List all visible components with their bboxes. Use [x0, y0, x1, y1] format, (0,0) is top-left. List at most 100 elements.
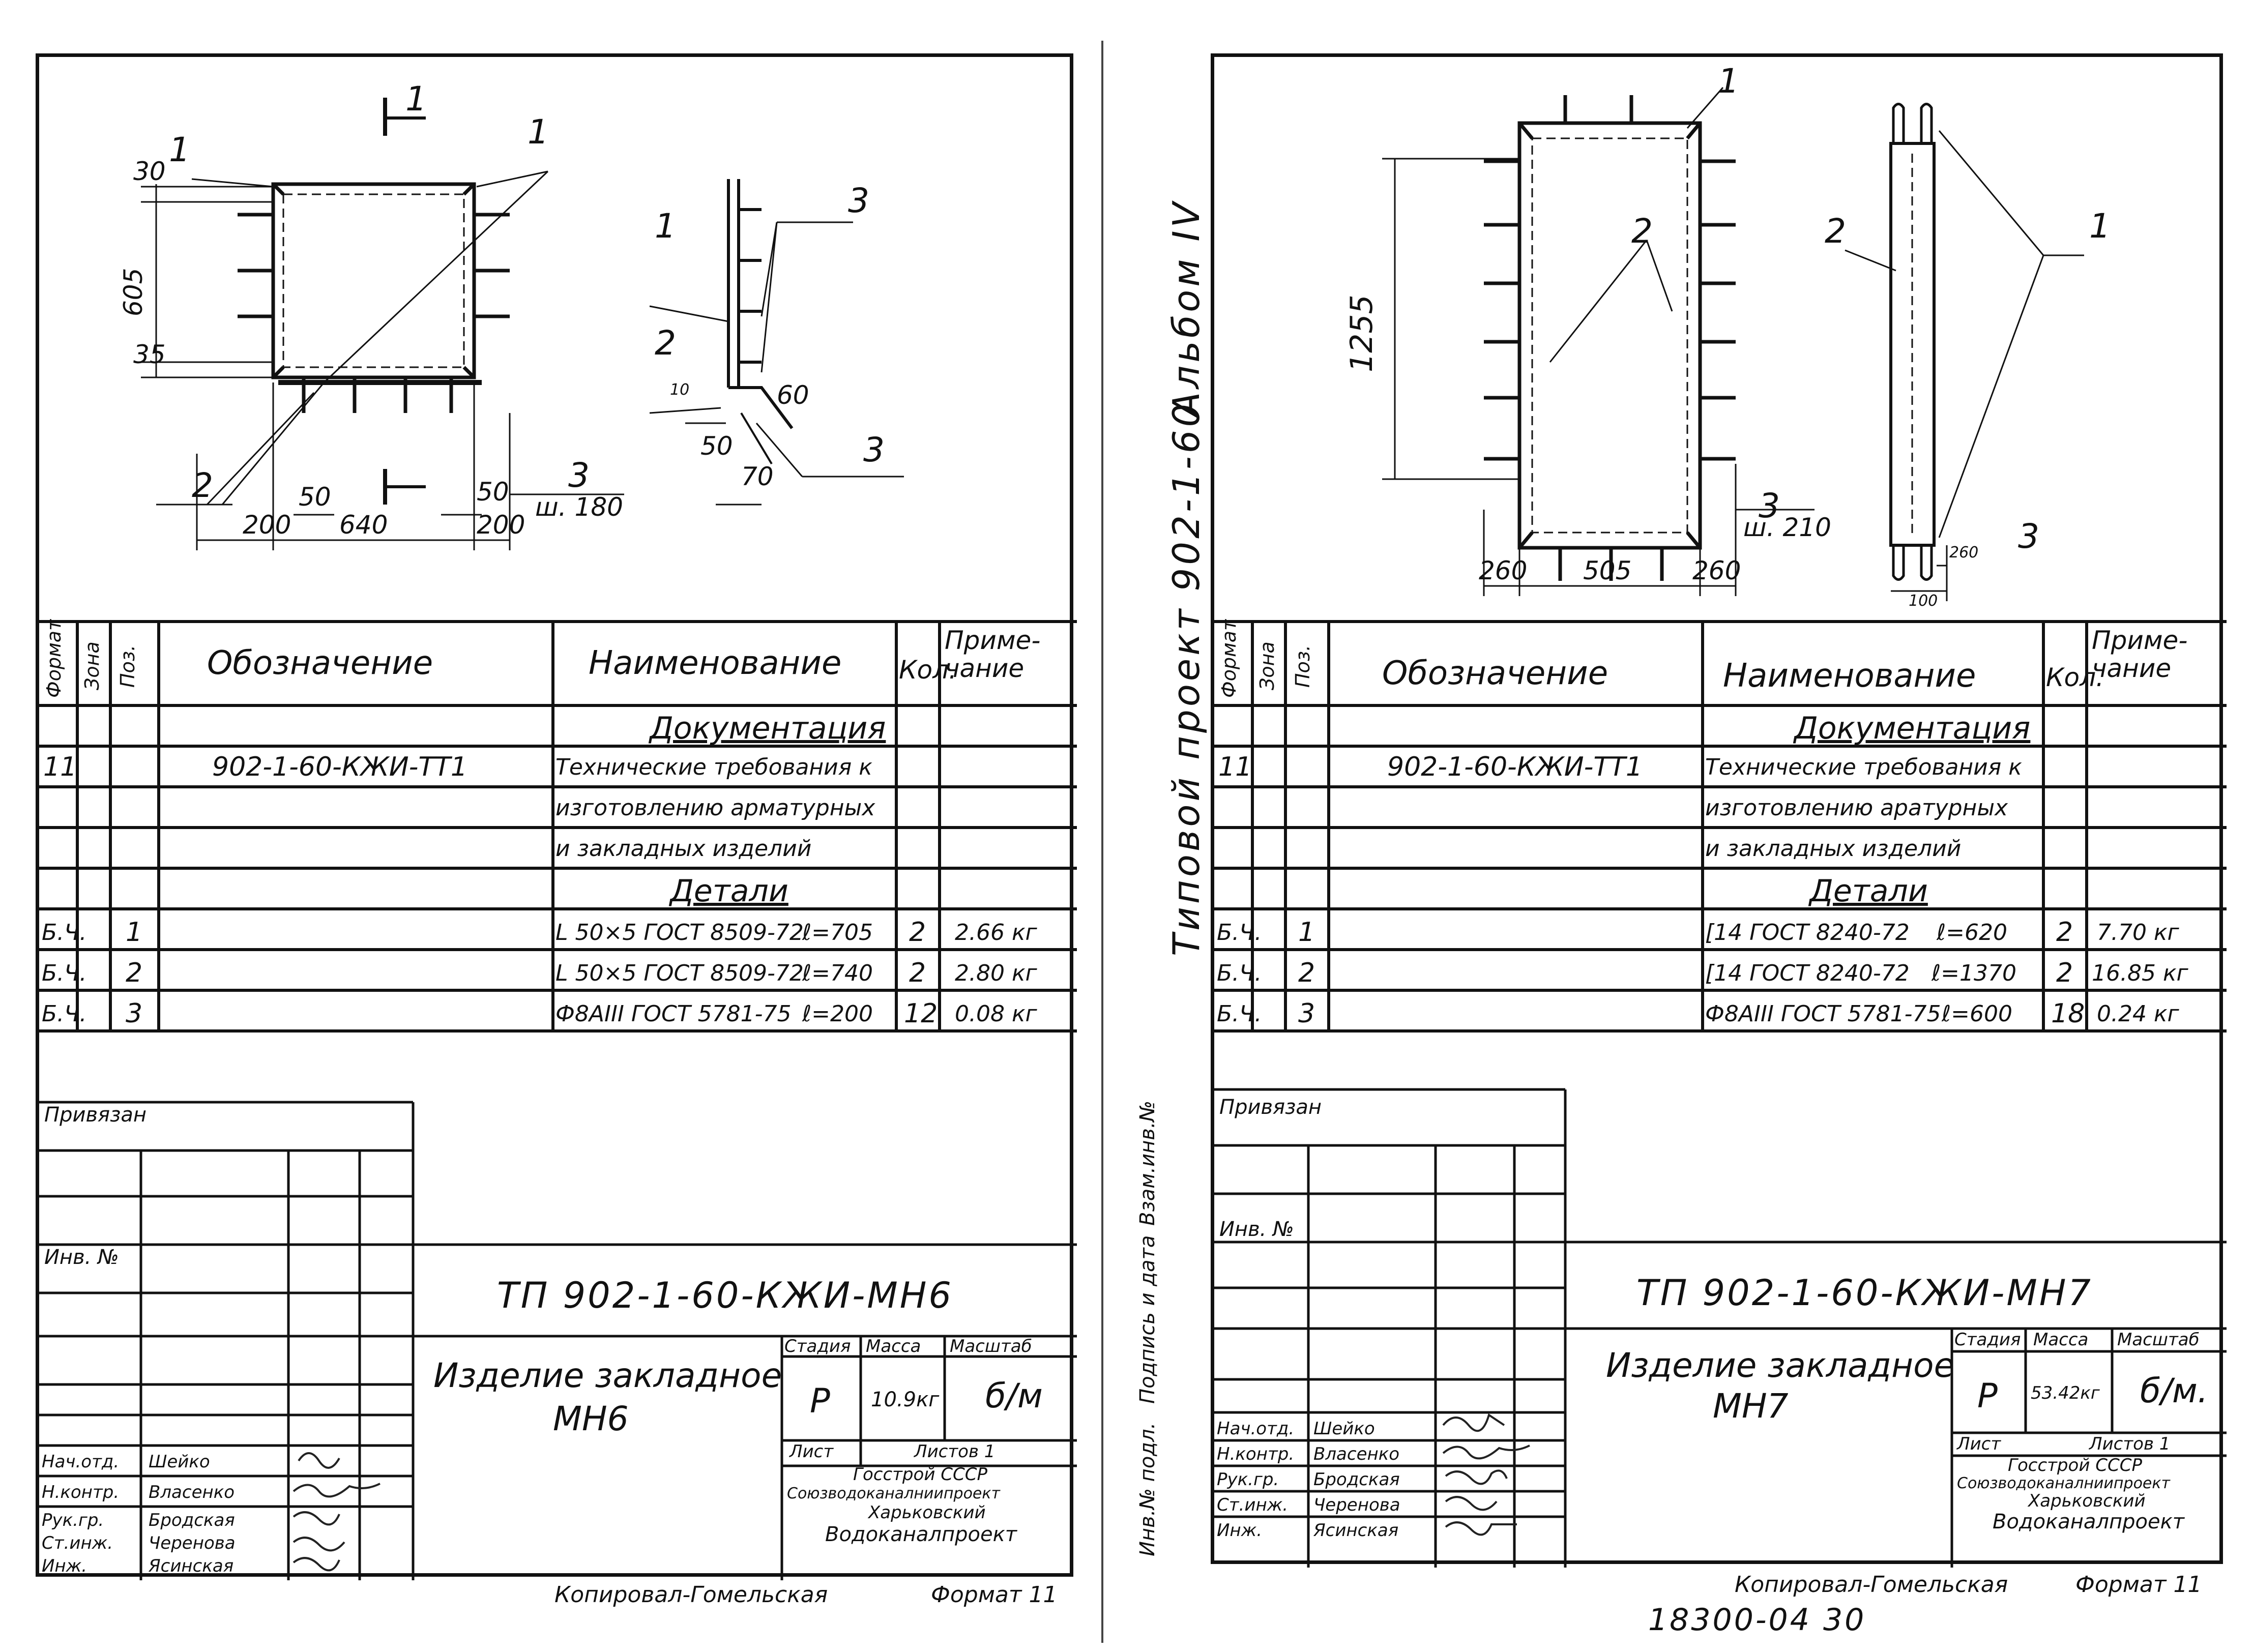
dim-width-210: ш. 210 [1743, 513, 1831, 542]
row-length: ℓ=600 [1942, 1001, 2013, 1027]
project-vertical-title: Типовой проект 902-1-60 [1165, 400, 1208, 956]
dim-50: 50 [477, 477, 509, 507]
footer-format: Формат 11 [931, 1582, 1058, 1608]
row-qty: 18 [2051, 998, 2085, 1029]
stage-value: Р [1977, 1376, 1998, 1415]
side-label-inv-podl: Инв.№ подл. [1136, 1422, 1159, 1556]
staff-role: Рук.гр. [1217, 1469, 1279, 1490]
privyazan-label: Привязан [1219, 1096, 1322, 1119]
row-name: Ф8АIII ГОСТ 5781-75 [1705, 1001, 1941, 1027]
row-format: Б.Ч. [42, 960, 87, 986]
callout-3: 3 [848, 181, 869, 220]
scale-value: б/м [985, 1376, 1043, 1415]
doc-name-line: Технические требования к [555, 754, 872, 780]
dim-width-180: ш. 180 [535, 492, 623, 522]
doc-name-line: и закладных изделий [1705, 836, 1962, 862]
archive-number: 18300-04 30 [1648, 1602, 1866, 1638]
section-documentation: Документация [650, 711, 886, 746]
row-length: ℓ=705 [802, 920, 873, 946]
sheet-mn6: 1 1 1 2 3 1 2 3 3 30 605 35 50 50 200 64… [36, 53, 1077, 1580]
signatures-mn7 [1442, 1413, 1530, 1536]
row-note: 16.85 кг [2092, 960, 2188, 986]
callout-1: 1 [2089, 206, 2111, 246]
doc-name-line: изготовлению арматурных [555, 795, 875, 821]
stage-label: Стадия [1954, 1330, 2021, 1350]
mn7-side-view [1845, 103, 2084, 601]
mn6-front-view [238, 182, 510, 413]
doc-name-line: изготовлению аратурных [1705, 795, 2008, 821]
staff-name: Черенова [1313, 1495, 1400, 1515]
row-name: L 50×5 ГОСТ 8509-72 [555, 920, 804, 946]
mass-label: Масса [2033, 1330, 2089, 1350]
section-details: Детали [670, 873, 788, 909]
doc-designation: 902-1-60-КЖИ-ТТ1 [1387, 752, 1643, 782]
staff-name: Шейко [149, 1452, 210, 1472]
header-designation: Обозначение [1382, 655, 1608, 692]
mn6-side-view [649, 179, 904, 506]
callout-3: 3 [1759, 486, 1780, 525]
sheets-label: Листов 1 [914, 1441, 996, 1462]
dim-200: 200 [477, 510, 525, 540]
row-note: 7.70 кг [2097, 920, 2179, 946]
doc-name-line: Технические требования к [1705, 754, 2022, 780]
row-note: 0.08 кг [955, 1001, 1037, 1027]
row-qty: 12 [904, 998, 938, 1029]
callout-3: 3 [863, 430, 885, 469]
mn6-title-grid [39, 1101, 1077, 1580]
dim-505: 505 [1583, 556, 1632, 585]
org-line: Союзводоканалниипроект [1957, 1474, 2170, 1492]
callout-1: 1 [528, 112, 549, 152]
staff-role: Н.контр. [42, 1482, 120, 1502]
callout-1: 1 [169, 130, 190, 169]
stage-label: Стадия [784, 1336, 851, 1356]
staff-name: Бродская [1313, 1469, 1400, 1490]
row-length: ℓ=620 [1937, 920, 2008, 946]
album-vertical-title: Альбом IV [1165, 199, 1208, 417]
staff-role: Рук.гр. [42, 1510, 104, 1530]
row-pos: 2 [126, 958, 143, 988]
inv-label: Инв. № [1219, 1218, 1294, 1241]
callout-2: 2 [655, 323, 676, 363]
sheets-label: Листов 1 [2089, 1434, 2171, 1454]
row-qty: 2 [2056, 917, 2073, 948]
row-name: Ф8АIII ГОСТ 5781-75 [555, 1001, 792, 1027]
row-pos: 2 [1298, 958, 1315, 988]
callout-1: 1 [655, 206, 676, 246]
header-note: Приме-чание [945, 626, 1041, 683]
org-line: Харьковский [868, 1502, 986, 1523]
staff-role: Ст.инж. [42, 1533, 113, 1553]
staff-role: Н.контр. [1217, 1444, 1295, 1464]
row-pos: 3 [1298, 998, 1315, 1029]
staff-name: Власенко [1313, 1444, 1400, 1464]
row-format: Б.Ч. [1217, 960, 1262, 986]
document-code: ТП 902-1-60-КЖИ-МН7 [1636, 1272, 2093, 1314]
row-format: Б.Ч. [1217, 920, 1262, 946]
footer-copied: Копировал-Гомельская [554, 1582, 828, 1608]
dim-260: 260 [1949, 544, 1979, 562]
section-documentation: Документация [1794, 711, 2031, 746]
dim-260: 260 [1479, 556, 1528, 585]
dim-640: 640 [339, 510, 388, 540]
sheet-mn7: 1 2 2 1 3 3 1255 260 505 260 ш. 210 260 … [1211, 53, 2227, 1568]
dim-50: 50 [700, 431, 733, 461]
side-label-vzam-inv: Взам.инв.№ [1136, 1100, 1159, 1226]
item-name: Изделие закладное [433, 1356, 782, 1395]
staff-name: Черенова [149, 1533, 236, 1553]
staff-name: Бродская [149, 1510, 235, 1530]
section-details: Детали [1809, 873, 1928, 909]
mn7-dimension-lines [1382, 87, 1815, 596]
header-note: Приме-чание [2092, 626, 2188, 683]
signatures-mn6 [292, 1452, 381, 1572]
mass-value: 10.9кг [871, 1388, 940, 1411]
callout-2: 2 [1631, 212, 1653, 251]
privyazan-label: Привязан [44, 1103, 147, 1127]
row-format: Б.Ч. [1217, 1001, 1262, 1027]
row-qty: 2 [2056, 958, 2073, 988]
org-line: Госстрой СССР [2008, 1455, 2142, 1476]
dim-200: 200 [243, 510, 291, 540]
dim-70: 70 [741, 462, 774, 491]
mass-value: 53.42кг [2031, 1383, 2100, 1403]
org-line: Госстрой СССР [853, 1464, 987, 1485]
row-name: L 50×5 ГОСТ 8509-72 [555, 960, 804, 986]
fold-line [1101, 41, 1103, 1643]
